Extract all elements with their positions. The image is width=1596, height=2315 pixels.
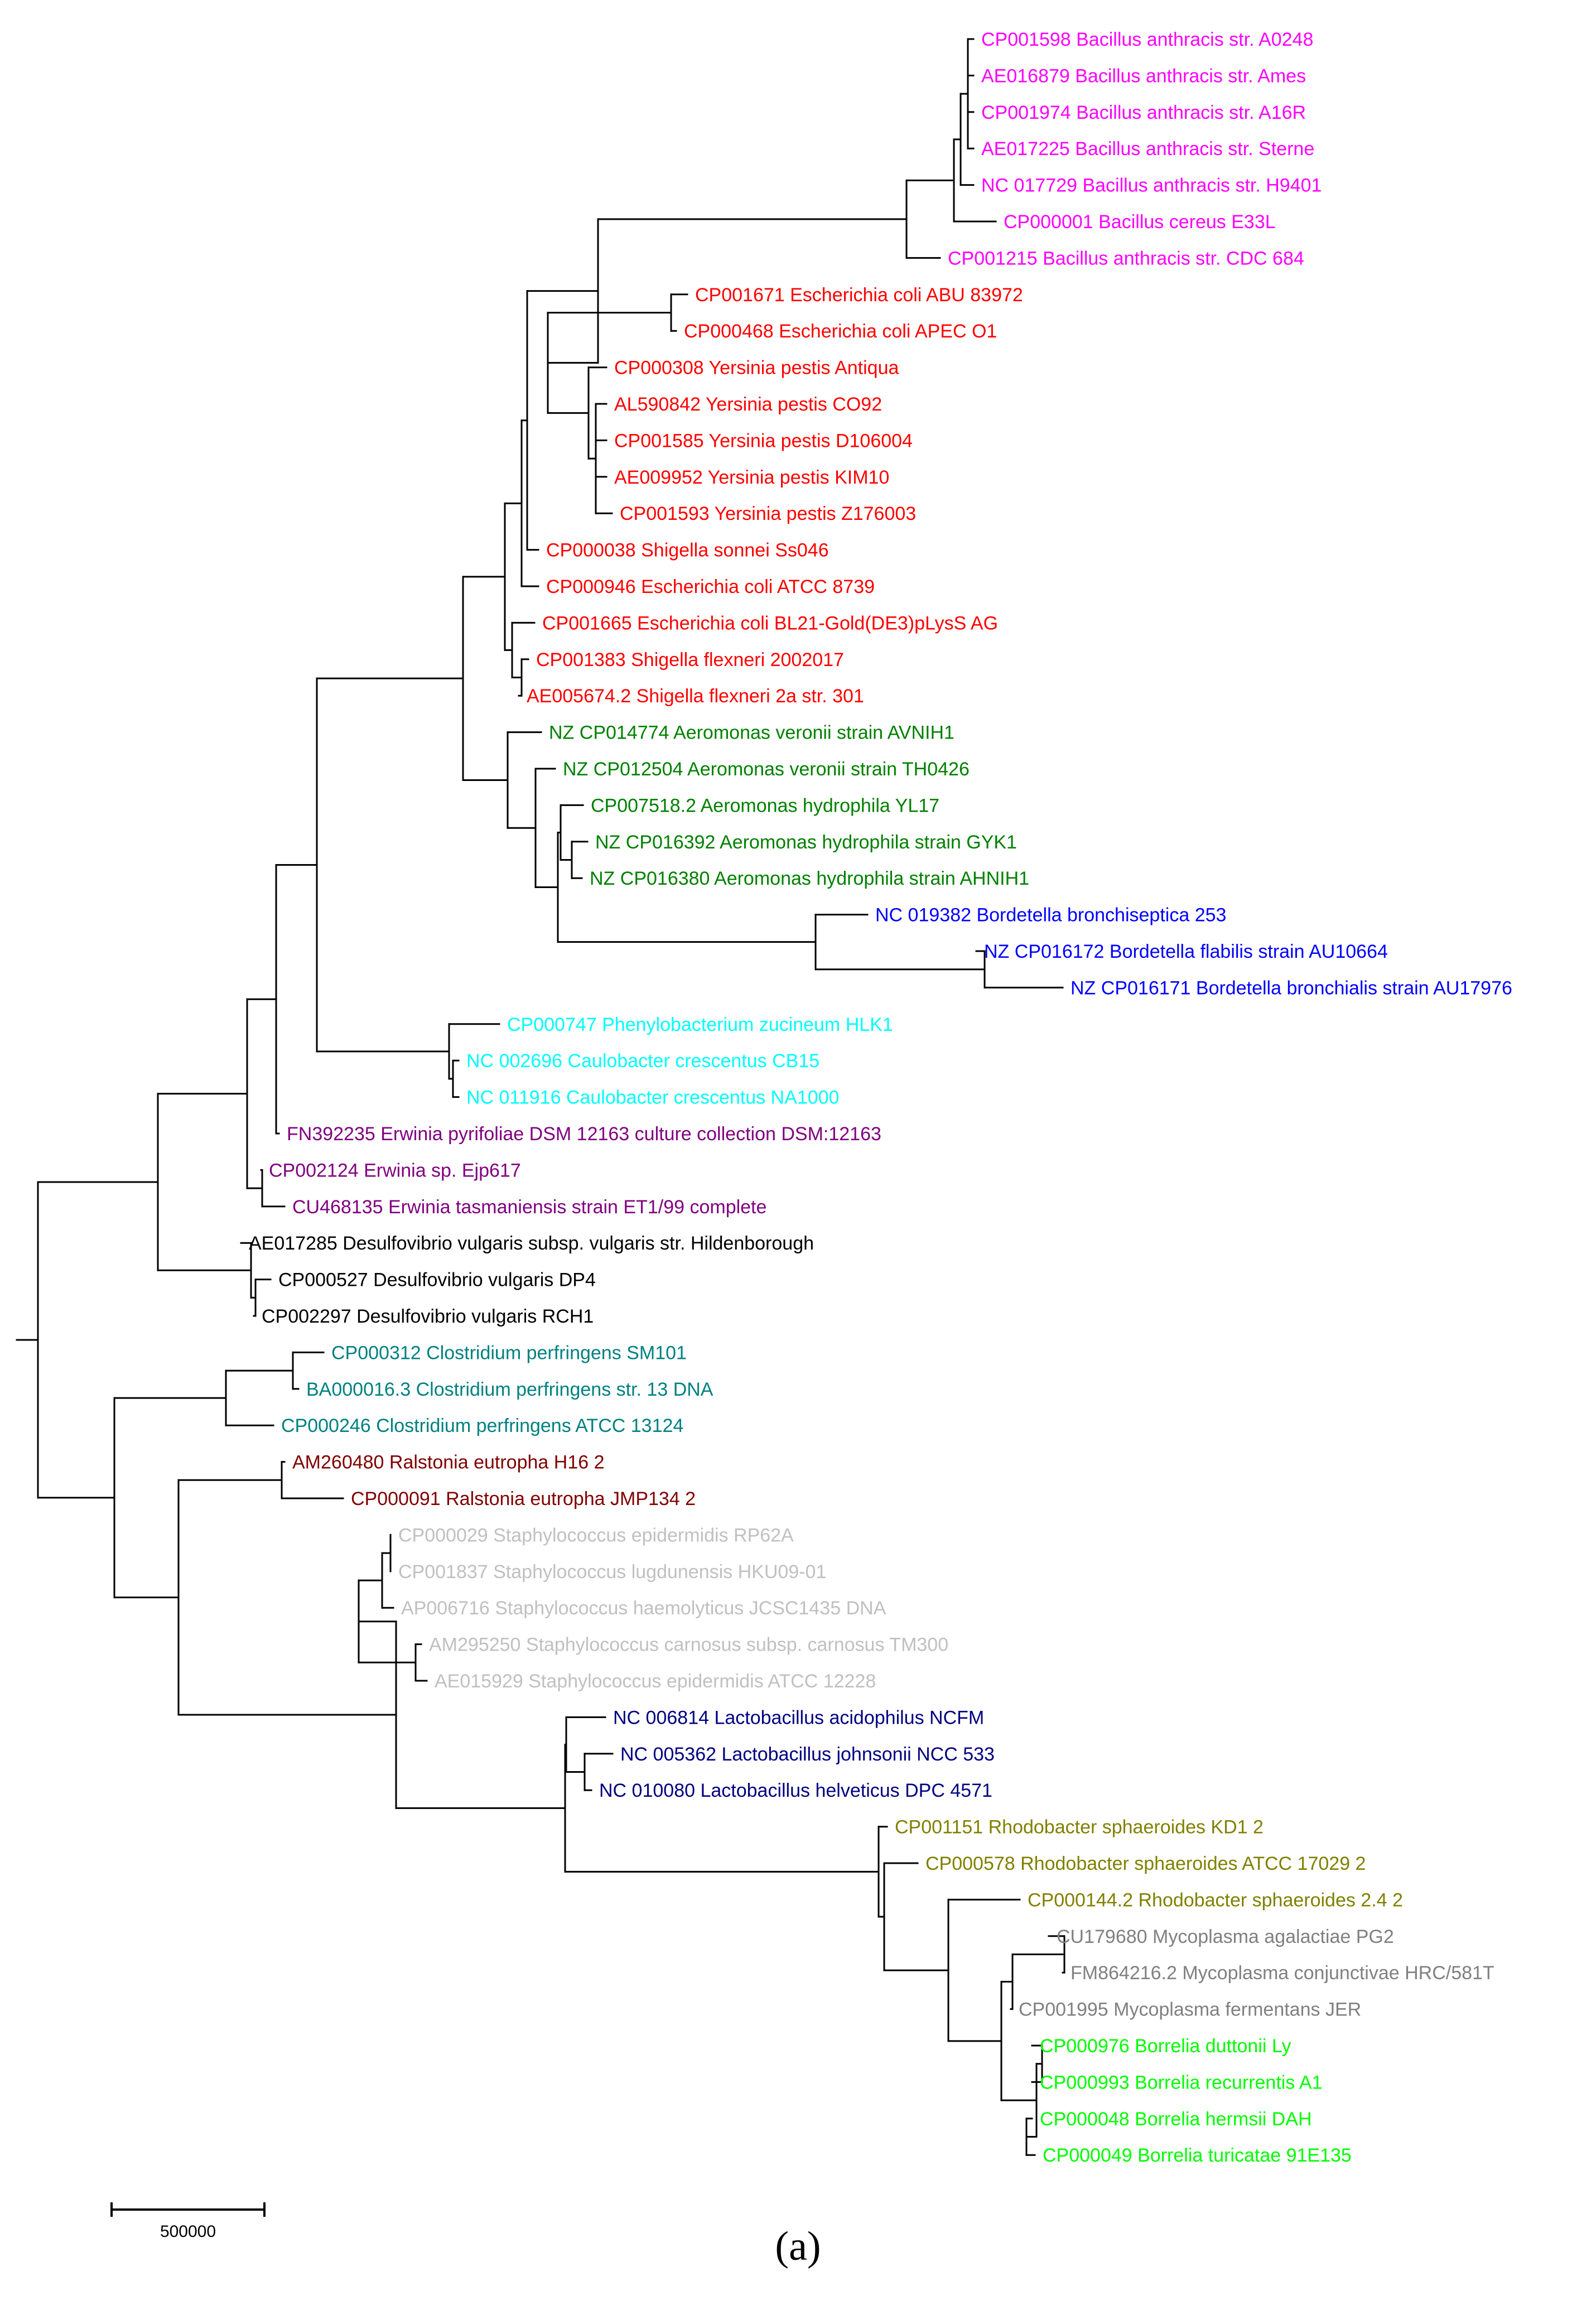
leaf-label: FN392235 Erwinia pyrifoliae DSM 12163 cu… <box>287 1123 881 1145</box>
leaf-label: CP001974 Bacillus anthracis str. A16R <box>981 102 1306 123</box>
leaf-label: CP000048 Borrelia hermsii DAH <box>1040 2109 1312 2130</box>
leaf-label: CU179680 Mycoplasma agalactiae PG2 <box>1057 1926 1394 1947</box>
leaf-label: CP000029 Staphylococcus epidermidis RP62… <box>398 1525 794 1546</box>
leaf-label: AE016879 Bacillus anthracis str. Ames <box>981 65 1306 86</box>
leaf-label: NC 005362 Lactobacillus johnsonii NCC 53… <box>620 1744 995 1765</box>
leaf-label: CU468135 Erwinia tasmaniensis strain ET1… <box>292 1197 766 1218</box>
leaf-label: NZ CP016171 Bordetella bronchialis strai… <box>1071 977 1512 999</box>
leaf-label: NC 006814 Lactobacillus acidophilus NCFM <box>613 1707 984 1728</box>
leaf-label: CP001593 Yersinia pestis Z176003 <box>620 503 916 524</box>
leaf-label: NZ CP014774 Aeromonas veronii strain AVN… <box>549 722 954 744</box>
leaf-label: CP000308 Yersinia pestis Antiqua <box>614 358 899 379</box>
leaf-label: CP000578 Rhodobacter sphaeroides ATCC 17… <box>925 1853 1366 1874</box>
panel-label: (a) <box>775 2224 821 2269</box>
leaf-label: NZ CP016172 Bordetella flabilis strain A… <box>984 941 1388 962</box>
leaf-label: CP000246 Clostridium perfringens ATCC 13… <box>281 1415 683 1436</box>
leaf-label: NZ CP012504 Aeromonas veronii strain TH0… <box>563 759 970 780</box>
leaf-label: CP002297 Desulfovibrio vulgaris RCH1 <box>262 1306 594 1327</box>
leaf-label: AE009952 Yersinia pestis KIM10 <box>614 467 889 488</box>
leaf-label: CP001995 Mycoplasma fermentans JER <box>1019 1999 1361 2020</box>
leaf-label: CP001665 Escherichia coli BL21-Gold(DE3)… <box>542 612 998 634</box>
leaf-label: CP000001 Bacillus cereus E33L <box>1004 211 1276 233</box>
leaf-labels: CP001598 Bacillus anthracis str. A0248AE… <box>249 29 1512 2166</box>
scale-bar: 500000 <box>110 2202 266 2241</box>
leaf-label: NZ CP016392 Aeromonas hydrophila strain … <box>595 832 1017 853</box>
leaf-label: CP000468 Escherichia coli APEC O1 <box>684 321 997 342</box>
leaf-label: CP001671 Escherichia coli ABU 83972 <box>695 284 1023 306</box>
leaf-label: AE017285 Desulfovibrio vulgaris subsp. v… <box>249 1233 814 1254</box>
leaf-label: CP000527 Desulfovibrio vulgaris DP4 <box>278 1270 596 1291</box>
leaf-label: AP006716 Staphylococcus haemolyticus JCS… <box>401 1598 886 1619</box>
leaf-label: FM864216.2 Mycoplasma conjunctivae HRC/5… <box>1071 1962 1494 1984</box>
leaf-label: CP000312 Clostridium perfringens SM101 <box>331 1342 687 1363</box>
leaf-label: NC 011916 Caulobacter crescentus NA1000 <box>466 1087 839 1108</box>
leaf-label: NC 010080 Lactobacillus helveticus DPC 4… <box>599 1780 992 1801</box>
leaf-label: CP001598 Bacillus anthracis str. A0248 <box>981 29 1313 50</box>
leaf-label: NC 002696 Caulobacter crescentus CB15 <box>466 1050 819 1072</box>
leaf-label: CP001585 Yersinia pestis D106004 <box>614 430 913 451</box>
leaf-label: CP007518.2 Aeromonas hydrophila YL17 <box>591 795 939 816</box>
leaf-label: AM260480 Ralstonia eutropha H16 2 <box>292 1452 605 1473</box>
leaf-label: CP000038 Shigella sonnei Ss046 <box>546 540 829 561</box>
leaf-label: AE005674.2 Shigella flexneri 2a str. 301 <box>527 686 864 707</box>
leaf-label: CP000993 Borrelia recurrentis A1 <box>1040 2072 1323 2093</box>
leaf-label: CP000091 Ralstonia eutropha JMP134 2 <box>351 1488 696 1509</box>
leaf-label: AE015929 Staphylococcus epidermidis ATCC… <box>435 1671 876 1692</box>
leaf-label: CP000747 Phenylobacterium zucineum HLK1 <box>507 1014 893 1035</box>
leaf-label: CP000976 Borrelia duttonii Ly <box>1040 2036 1291 2057</box>
leaf-label: CP000946 Escherichia coli ATCC 8739 <box>546 576 875 597</box>
leaf-label: NZ CP016380 Aeromonas hydrophila strain … <box>590 868 1029 889</box>
leaf-label: BA000016.3 Clostridium perfringens str. … <box>306 1379 713 1400</box>
leaf-label: CP001215 Bacillus anthracis str. CDC 684 <box>948 248 1304 269</box>
leaf-label: AE017225 Bacillus anthracis str. Sterne <box>981 138 1314 160</box>
leaf-label: CP000049 Borrelia turicatae 91E135 <box>1043 2145 1352 2166</box>
leaf-label: AL590842 Yersinia pestis CO92 <box>614 394 882 415</box>
leaf-label: AM295250 Staphylococcus carnosus subsp. … <box>429 1634 948 1656</box>
tree-branches <box>16 38 1065 2156</box>
leaf-label: CP001151 Rhodobacter sphaeroides KD1 2 <box>895 1817 1264 1838</box>
leaf-label: CP001383 Shigella flexneri 2002017 <box>536 649 844 671</box>
leaf-label: NC 019382 Bordetella bronchiseptica 253 <box>875 905 1226 926</box>
leaf-label: CP000144.2 Rhodobacter sphaeroides 2.4 2 <box>1028 1889 1403 1911</box>
leaf-label: CP002124 Erwinia sp. Ejp617 <box>269 1160 521 1181</box>
leaf-label: NC 017729 Bacillus anthracis str. H9401 <box>981 175 1322 196</box>
leaf-label: CP001837 Staphylococcus lugdunensis HKU0… <box>398 1561 826 1583</box>
scale-bar-label: 500000 <box>160 2222 216 2241</box>
